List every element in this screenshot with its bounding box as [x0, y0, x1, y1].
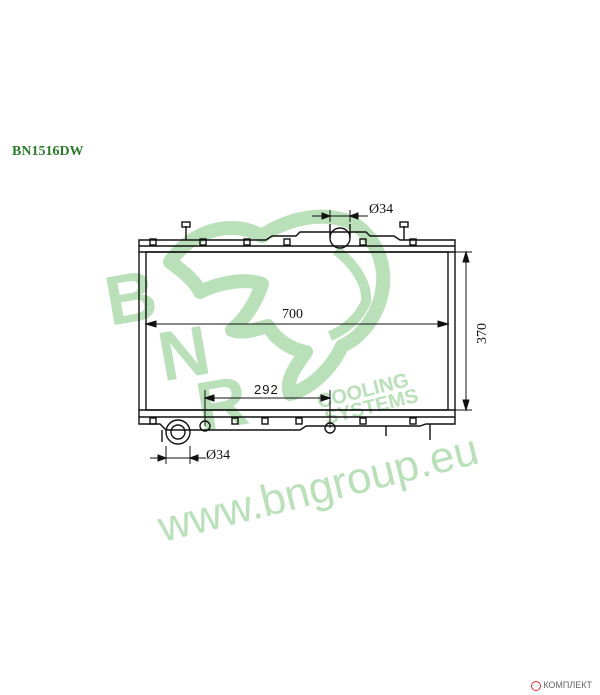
- watermark-letter-r: R: [190, 361, 253, 447]
- dimension-height-label: 370: [475, 323, 490, 344]
- dimension-bottom-pipe-label: Ø34: [206, 448, 230, 463]
- watermark-logo: B N R COOLING SYSTEMS www.bngroup.eu: [99, 209, 483, 552]
- source-logo-icon: [531, 681, 542, 691]
- source-footer-text: КОМПЛЕКТ: [543, 680, 592, 691]
- dimension-top-pipe: [312, 210, 368, 222]
- dimension-width: [144, 320, 450, 328]
- dimension-top-pipe-label: Ø34: [369, 202, 393, 217]
- watermark-horse-icon: [163, 209, 391, 401]
- dimension-height: [455, 250, 472, 412]
- watermark-url: www.bngroup.eu: [152, 425, 483, 552]
- dimension-pipe-spacing-label: 292: [254, 382, 279, 397]
- dimension-bottom-pipe: [150, 446, 206, 464]
- source-footer: КОМПЛЕКТ: [531, 680, 592, 691]
- part-code: BN1516DW: [12, 144, 84, 159]
- dimension-width-label: 700: [282, 307, 303, 322]
- dimension-pipe-spacing: [203, 390, 332, 428]
